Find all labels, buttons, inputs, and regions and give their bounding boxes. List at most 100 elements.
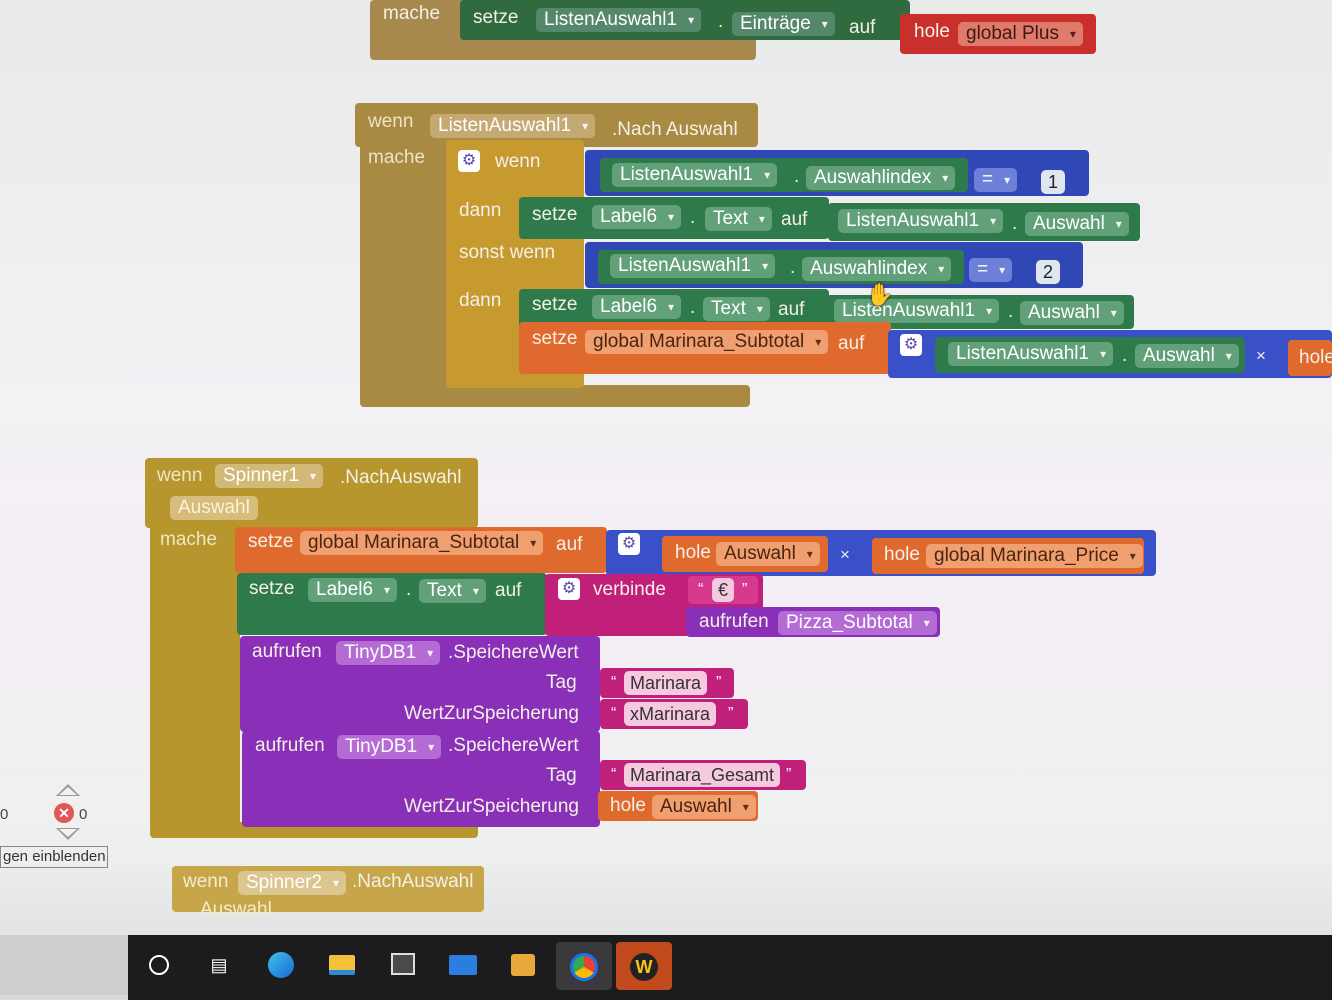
label-property-dropdown[interactable]: Text (419, 579, 486, 603)
event-parameter-auswahl[interactable]: Auswahl (170, 496, 258, 520)
aufrufen-label: aufrufen (252, 641, 322, 662)
hand-cursor-icon: ✋ (866, 282, 894, 307)
wenn-label: wenn (183, 871, 229, 892)
variable-dropdown[interactable]: global Plus (958, 22, 1083, 46)
euro-string[interactable]: € (712, 578, 735, 602)
event2-component-dropdown[interactable]: Spinner1 (215, 464, 324, 488)
dot-separator: . (690, 297, 696, 318)
wert-label: WertZurSpeicherung (404, 796, 579, 817)
tag-label: Tag (546, 672, 577, 693)
method-name: .SpeichereWert (448, 735, 579, 756)
src-component-dropdown[interactable]: ListenAuswahl1 (948, 342, 1114, 366)
setze-label: setze (532, 294, 578, 315)
error-icon: ✕ (54, 803, 74, 823)
taskbar-search-area[interactable] (0, 935, 128, 995)
label-component-dropdown[interactable]: Label6 (592, 205, 682, 229)
method-name: .SpeichereWert (448, 642, 579, 663)
setze-label: setze (249, 578, 295, 599)
quote-close: ” (728, 705, 734, 722)
office-app-icon[interactable]: W (616, 942, 672, 990)
event-parameter-auswahl: Auswahl (200, 899, 272, 920)
mutator-gear-icon[interactable]: ⚙ (558, 578, 580, 600)
auf-label: auf (778, 299, 805, 320)
compare-op-dropdown[interactable]: = (969, 258, 1013, 282)
cond1-component-dropdown[interactable]: ListenAuswahl1 (612, 163, 778, 187)
src-property-dropdown[interactable]: Auswahl (1135, 344, 1239, 368)
tag-string[interactable]: Marinara (624, 671, 708, 695)
mutator-gear-icon[interactable]: ⚙ (900, 334, 922, 356)
blocks-workspace[interactable]: mache setze ListenAuswahl1 . Einträge au… (0, 0, 1332, 935)
mutator-gear-icon[interactable]: ⚙ (458, 150, 480, 172)
quote-close: ” (786, 766, 792, 783)
cortana-icon[interactable] (142, 948, 176, 982)
label-property-dropdown[interactable]: Text (703, 297, 770, 321)
variable-dropdown[interactable]: Auswahl (652, 795, 756, 819)
edge-icon[interactable] (264, 948, 298, 982)
src-component-dropdown[interactable]: ListenAuswahl1 (838, 209, 1004, 233)
setze-label: setze (248, 531, 294, 552)
wenn-label: wenn (157, 465, 203, 486)
label-component-dropdown[interactable]: Label6 (308, 578, 398, 602)
event2-name: .NachAuswahl (340, 467, 462, 488)
procedure-dropdown[interactable]: Pizza_Subtotal (778, 611, 937, 635)
hole-label: hole (610, 795, 646, 816)
mache-label: mache (368, 147, 426, 168)
auf-label: auf (781, 209, 808, 230)
cond2-property-dropdown[interactable]: Auswahlindex (802, 257, 952, 281)
hole-label: hole (675, 542, 711, 563)
label-property-dropdown[interactable]: Text (705, 207, 772, 231)
event1-name: .Nach Auswahl (612, 119, 738, 140)
event2-body[interactable] (150, 520, 240, 838)
component-dropdown[interactable]: ListenAuswahl1 (536, 8, 702, 32)
label-component-dropdown[interactable]: Label6 (592, 295, 682, 319)
event1-component-dropdown[interactable]: ListenAuswahl1 (430, 114, 596, 138)
dot-separator: . (790, 257, 796, 278)
dot-separator: . (794, 166, 800, 187)
src-component-dropdown[interactable]: ListenAuswahl1 (834, 299, 1000, 323)
error-count: 0 (79, 806, 88, 823)
show-warnings-button[interactable]: gen einblenden (0, 846, 108, 868)
task-view-icon[interactable]: ▤ (210, 955, 228, 975)
tag-string[interactable]: Marinara_Gesamt (624, 763, 781, 787)
quote-open: “ (611, 705, 617, 722)
quote-open: “ (698, 581, 704, 598)
tinydb-component-dropdown[interactable]: TinyDB1 (337, 735, 442, 759)
mail-icon[interactable] (446, 948, 480, 982)
setze-label: setze (473, 7, 519, 28)
hole-label: hole (884, 544, 920, 565)
dot-separator: . (718, 11, 724, 32)
tinydb-component-dropdown[interactable]: TinyDB1 (336, 641, 441, 665)
number-value[interactable]: 1 (1041, 170, 1065, 194)
variable-dropdown[interactable]: global Marinara_Price (926, 544, 1143, 568)
src-property-dropdown[interactable]: Auswahl (1020, 301, 1124, 325)
aufrufen-label: aufrufen (699, 611, 769, 632)
dot-separator: . (1008, 301, 1014, 322)
event1-footer (360, 385, 750, 407)
quote-open: “ (611, 674, 617, 691)
auf-label: auf (838, 333, 865, 354)
event3-component-dropdown[interactable]: Spinner2 (238, 871, 347, 895)
show-warnings-label: gen einblenden (3, 848, 106, 865)
event3-name: .NachAuswahl (352, 871, 474, 892)
value-string[interactable]: xMarinara (624, 702, 717, 726)
compare-op-dropdown[interactable]: = (974, 168, 1018, 192)
warning-count: 0 (0, 806, 9, 823)
store-icon[interactable] (386, 948, 420, 982)
number-value[interactable]: 2 (1036, 260, 1060, 284)
cond2-component-dropdown[interactable]: ListenAuswahl1 (610, 254, 776, 278)
cond1-property-dropdown[interactable]: Auswahlindex (806, 166, 956, 190)
mutator-gear-icon[interactable]: ⚙ (618, 533, 640, 555)
wenn-label: wenn (368, 111, 414, 132)
chrome-icon[interactable] (556, 942, 612, 990)
property-dropdown[interactable]: Einträge (732, 12, 835, 36)
event1-body[interactable] (360, 140, 450, 398)
src-property-dropdown[interactable]: Auswahl (1025, 212, 1129, 236)
mache-label: mache (383, 3, 441, 24)
get-variable-block[interactable] (1288, 340, 1332, 376)
variable-dropdown[interactable]: Auswahl (716, 542, 820, 566)
global-variable-dropdown[interactable]: global Marinara_Subtotal (585, 330, 829, 354)
file-explorer-icon[interactable] (325, 948, 359, 982)
global-variable-dropdown[interactable]: global Marinara_Subtotal (300, 531, 544, 555)
aufrufen-label: aufrufen (255, 735, 325, 756)
media-player-icon[interactable] (506, 948, 540, 982)
